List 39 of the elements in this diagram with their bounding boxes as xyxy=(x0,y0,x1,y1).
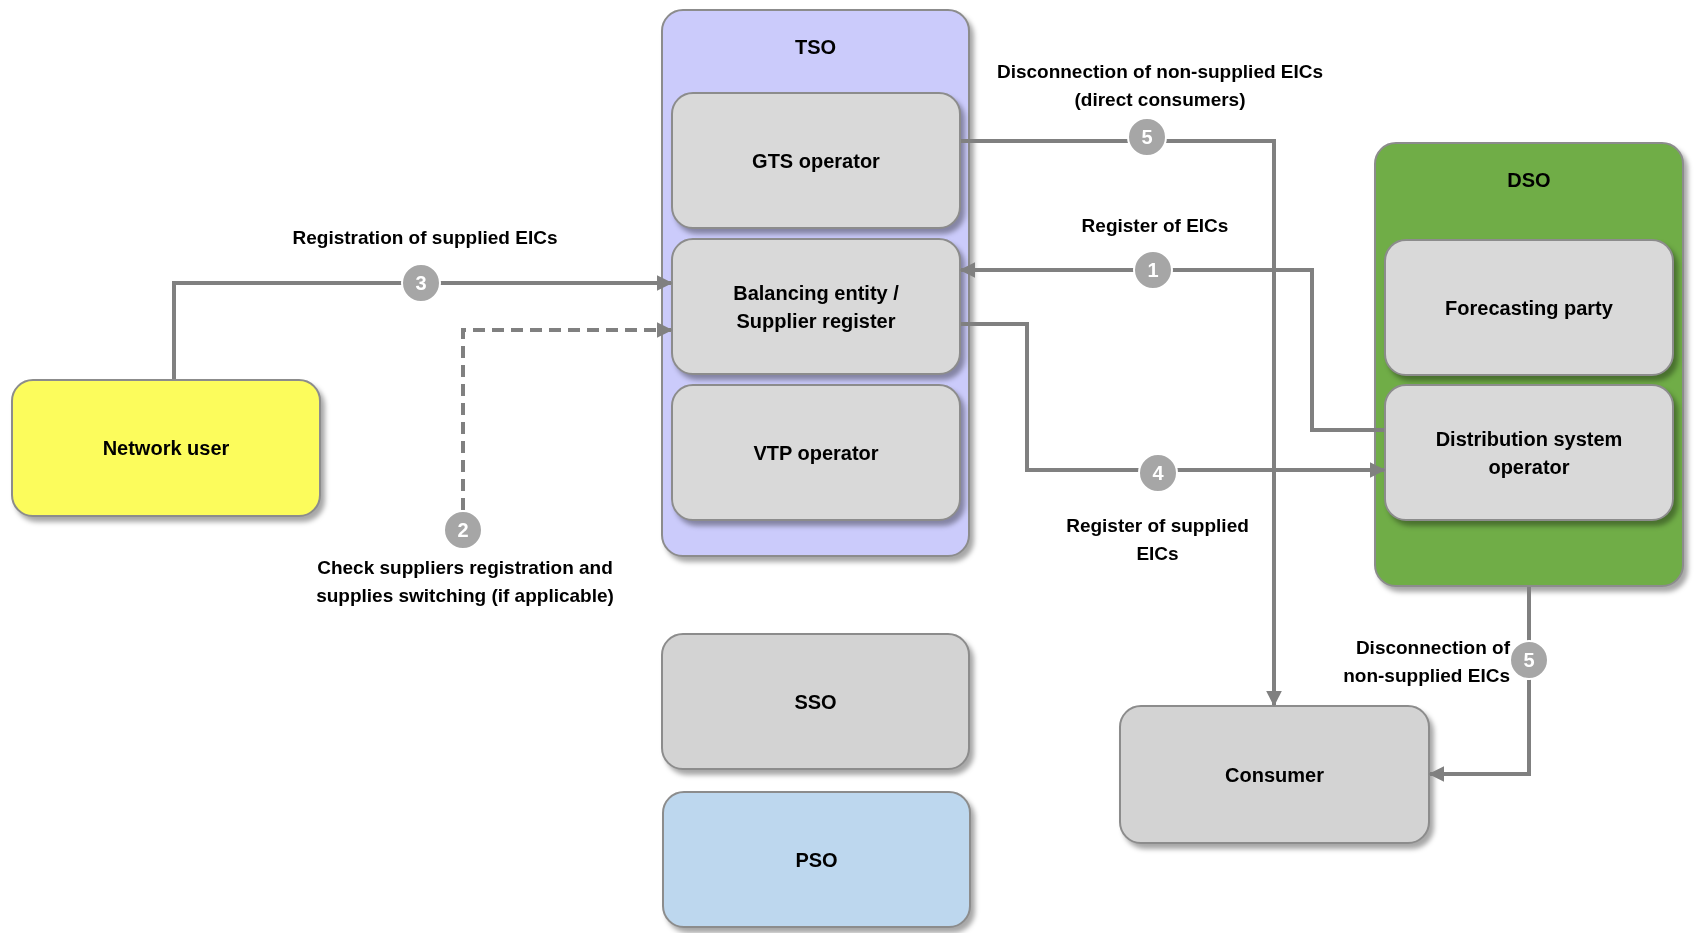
process-box xyxy=(671,238,961,375)
box-label: SSO xyxy=(793,689,838,715)
annotation-text: Disconnection of non-supplied EICs xyxy=(1342,636,1510,688)
box-label: VTP operator xyxy=(752,440,880,466)
box-label: Forecasting party xyxy=(1444,295,1614,321)
group-title: TSO xyxy=(793,35,838,60)
box-label: PSO xyxy=(794,847,839,873)
edge-label: 5 xyxy=(1127,117,1167,157)
arrow xyxy=(172,275,673,379)
annotation-text: Register of supplied EICs xyxy=(1065,514,1250,566)
arrow xyxy=(961,322,1386,478)
box-label: Network user xyxy=(101,436,231,461)
edge-label: 2 xyxy=(443,510,483,550)
process-box xyxy=(11,379,321,517)
arrow xyxy=(961,139,1282,707)
process-box xyxy=(1384,384,1674,521)
box-label: Consumer xyxy=(1224,762,1325,788)
group-container xyxy=(1374,142,1684,587)
annotation-text: Check suppliers registration and supplies switching (if applicable) xyxy=(315,556,615,608)
process-box xyxy=(1119,705,1430,844)
edge-label: 4 xyxy=(1138,453,1178,493)
annotation-text: Register of EICs xyxy=(1080,214,1230,238)
edge-label: 1 xyxy=(1133,250,1173,290)
group-container xyxy=(661,9,970,557)
edge-label: 5 xyxy=(1509,640,1549,680)
process-box xyxy=(662,791,971,928)
process-box xyxy=(661,633,970,770)
process-box xyxy=(1384,239,1674,376)
annotation-text: Disconnection of non-supplied EICs (direct consumers) xyxy=(995,60,1325,112)
box-label: Balancing entity / Supplier register xyxy=(732,280,900,334)
annotation-text: Registration of supplied EICs xyxy=(291,226,559,250)
group-title: DSO xyxy=(1506,168,1552,193)
process-box xyxy=(671,92,961,229)
box-label: GTS operator xyxy=(751,148,881,174)
box-label: Distribution system operator xyxy=(1434,426,1624,480)
process-box xyxy=(671,384,961,521)
edge-label: 3 xyxy=(401,263,441,303)
arrow xyxy=(959,262,1384,432)
arrow xyxy=(461,322,673,510)
